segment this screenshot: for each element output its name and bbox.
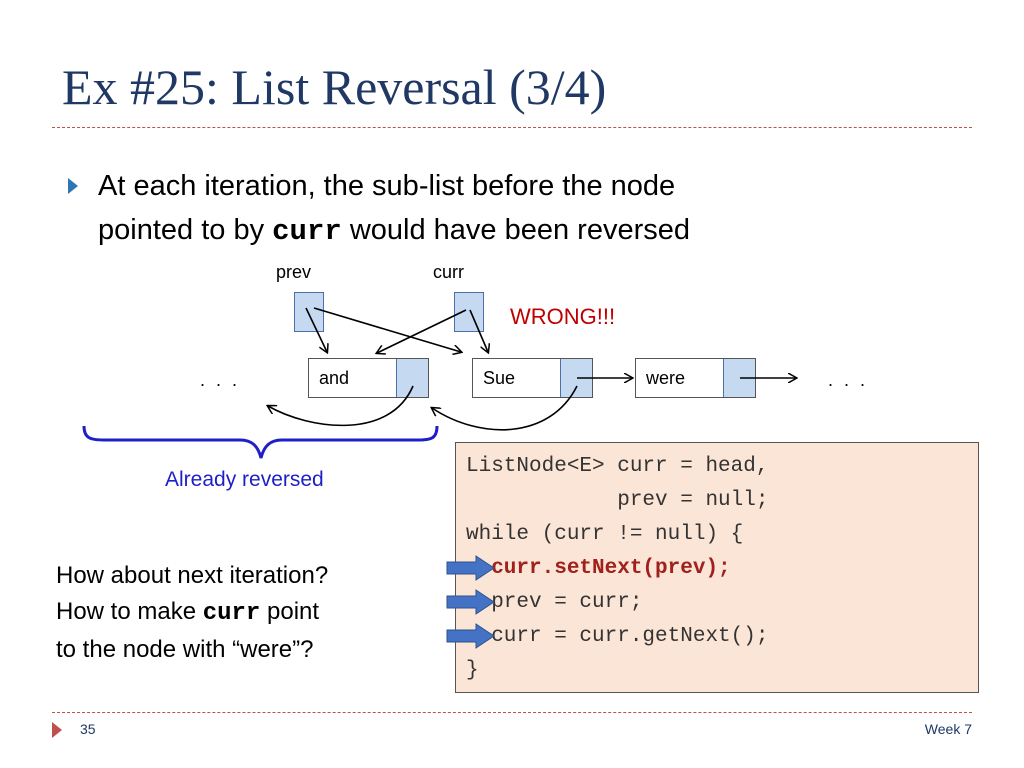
step-arrow-icon-2 (446, 589, 495, 615)
curr-to-sue-arrow (469, 309, 488, 352)
bullet-code-curr: curr (272, 215, 342, 248)
code-line-2: prev = null; (466, 489, 769, 512)
question-text: How about next iteration? How to make cu… (56, 558, 436, 668)
code-box: ListNode<E> curr = head, prev = null; wh… (455, 442, 979, 693)
node-were-text: were (646, 368, 686, 388)
curr-label: curr (433, 262, 464, 282)
code-line-5: prev = curr; (466, 591, 643, 614)
question-line-3: to the node with “were”? (56, 636, 314, 663)
bullet-text: At each iteration, the sub-list before t… (98, 164, 898, 254)
footer-triangle-icon (52, 722, 62, 738)
left-ellipsis: . . . (200, 370, 241, 390)
bullet-line-2-end: would have been reversed (341, 214, 690, 246)
already-reversed-brace (82, 425, 439, 459)
sue-back-arrow (432, 385, 578, 431)
bullet-line-2: pointed to by curr would have been rever… (98, 208, 898, 254)
prev-label: prev (276, 262, 312, 282)
question-line-2-end: point (260, 598, 320, 625)
node-and-next (396, 359, 428, 397)
slide-number: 35 (80, 721, 96, 737)
bullet-arrow-icon (68, 178, 78, 194)
node-and-text: and (319, 368, 350, 388)
step-arrow-icon-3 (446, 623, 495, 649)
bullet-line-2-start: pointed to by (98, 214, 273, 246)
question-line-2: How to make curr point (56, 594, 436, 632)
prev-to-sue-arrow (313, 307, 461, 352)
code-line-7: } (466, 659, 479, 682)
curr-pointer-box (454, 292, 484, 332)
prev-to-and-arrow (305, 307, 327, 352)
prev-pointer-box (294, 292, 324, 332)
step-arrow-icon-1 (446, 555, 495, 581)
node-and: and (308, 358, 429, 398)
curr-to-and-arrow (377, 309, 467, 353)
wrong-label: WRONG!!! (510, 304, 616, 329)
bullet-line-1: At each iteration, the sub-list before t… (98, 170, 676, 202)
slide-title: Ex #25: List Reversal (3/4) (62, 59, 607, 115)
footer-divider (52, 712, 972, 713)
title-divider (52, 127, 972, 128)
already-reversed-label: Already reversed (165, 468, 324, 491)
footer-week: Week 7 (924, 721, 972, 737)
code-line-6: curr = curr.getNext(); (466, 625, 769, 648)
node-sue-text: Sue (483, 368, 516, 388)
code-line-3: while (curr != null) { (466, 523, 744, 546)
code-line-1: ListNode<E> curr = head, (466, 455, 769, 478)
node-sue: Sue (472, 358, 593, 398)
question-code-curr: curr (202, 600, 261, 627)
and-back-arrow (268, 385, 414, 427)
question-line-2-start: How to make (56, 598, 203, 625)
question-line-1: How about next iteration? (56, 562, 329, 589)
code-line-4: curr.setNext(prev); (466, 557, 731, 580)
right-ellipsis: . . . (828, 370, 869, 390)
